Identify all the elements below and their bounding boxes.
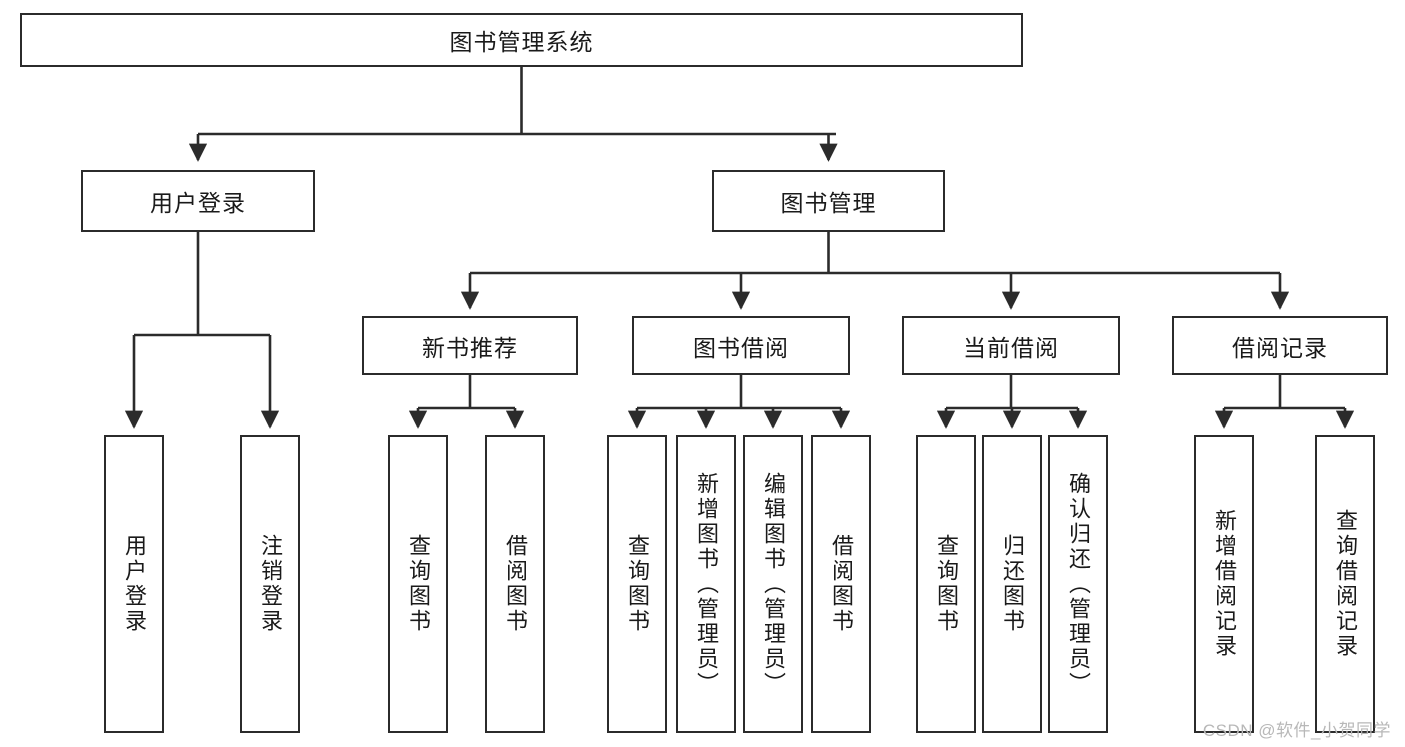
node-leaf-query-book-3-label: 查询图书 — [934, 534, 959, 634]
node-new-book-rec[interactable]: 新书推荐 — [362, 316, 578, 375]
node-leaf-query-book-3[interactable]: 查询图书 — [916, 435, 976, 733]
node-current-borrow-label: 当前借阅 — [963, 334, 1059, 361]
node-leaf-user-login-label: 用户登录 — [122, 534, 147, 634]
node-leaf-query-book-1[interactable]: 查询图书 — [388, 435, 448, 733]
node-leaf-borrow-book-1-label: 借阅图书 — [503, 534, 528, 634]
node-root-label: 图书管理系统 — [449, 29, 594, 55]
node-book-borrow-label: 图书借阅 — [693, 334, 789, 361]
node-leaf-confirm-return-label: 确认归还（管理员） — [1066, 471, 1091, 697]
node-leaf-return-book-label: 归还图书 — [1000, 534, 1025, 634]
node-leaf-confirm-return[interactable]: 确认归还（管理员） — [1048, 435, 1108, 733]
node-leaf-edit-book-label: 编辑图书（管理员） — [761, 471, 786, 697]
node-root[interactable]: 图书管理系统 — [20, 13, 1023, 67]
node-leaf-edit-book[interactable]: 编辑图书（管理员） — [743, 435, 803, 733]
node-leaf-add-book[interactable]: 新增图书（管理员） — [676, 435, 736, 733]
node-leaf-query-book-2[interactable]: 查询图书 — [607, 435, 667, 733]
node-borrow-record-label: 借阅记录 — [1232, 334, 1328, 361]
node-current-borrow[interactable]: 当前借阅 — [902, 316, 1120, 375]
node-borrow-record[interactable]: 借阅记录 — [1172, 316, 1388, 375]
node-leaf-borrow-book-2-label: 借阅图书 — [829, 534, 854, 634]
node-leaf-add-record[interactable]: 新增借阅记录 — [1194, 435, 1254, 733]
node-book-manage[interactable]: 图书管理 — [712, 170, 945, 232]
node-leaf-borrow-book-2[interactable]: 借阅图书 — [811, 435, 871, 733]
node-new-book-rec-label: 新书推荐 — [422, 334, 518, 361]
node-leaf-borrow-book-1[interactable]: 借阅图书 — [485, 435, 545, 733]
node-leaf-query-book-1-label: 查询图书 — [406, 534, 431, 634]
node-leaf-user-login[interactable]: 用户登录 — [104, 435, 164, 733]
node-leaf-user-logout-label: 注销登录 — [258, 534, 283, 634]
watermark-text: CSDN @软件_小贺同学 — [1202, 721, 1391, 740]
node-leaf-return-book[interactable]: 归还图书 — [982, 435, 1042, 733]
node-book-manage-label: 图书管理 — [780, 190, 877, 216]
node-leaf-query-book-2-label: 查询图书 — [625, 534, 650, 634]
node-leaf-query-record[interactable]: 查询借阅记录 — [1315, 435, 1375, 733]
node-user-login-label: 用户登录 — [150, 190, 246, 216]
node-user-login[interactable]: 用户登录 — [81, 170, 315, 232]
node-leaf-user-logout[interactable]: 注销登录 — [240, 435, 300, 733]
node-leaf-add-book-label: 新增图书（管理员） — [694, 471, 719, 697]
node-leaf-add-record-label: 新增借阅记录 — [1212, 509, 1237, 659]
node-book-borrow[interactable]: 图书借阅 — [632, 316, 850, 375]
node-leaf-query-record-label: 查询借阅记录 — [1333, 509, 1358, 659]
